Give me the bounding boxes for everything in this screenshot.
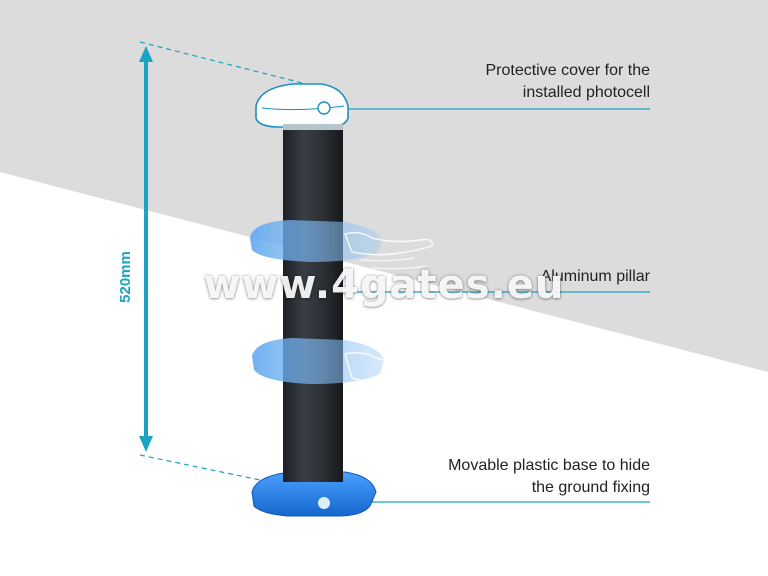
hand-lower-fingers-icon [359, 387, 433, 401]
hand-lower-icon [344, 351, 439, 384]
light-beam-paddle-lower [252, 338, 384, 384]
label-protective-cover-line2: installed photocell [522, 84, 650, 101]
dimension-guide-bottom [139, 454, 261, 481]
hand-upper-fingers-icon [359, 257, 427, 270]
hand-upper-icon [344, 231, 433, 256]
photocell-lens-icon [317, 101, 331, 115]
background-gray-band [0, 0, 768, 372]
label-aluminum-pillar: Aluminum pillar [541, 266, 650, 288]
dimension-arrow-top [139, 46, 153, 62]
dimension-arrow-bottom [139, 436, 153, 452]
label-aluminum-pillar-text: Aluminum pillar [540, 268, 650, 285]
label-plastic-base-line2: the ground fixing [531, 479, 650, 496]
dimension-guide-top [139, 41, 311, 86]
watermark: www.4gates.eu [203, 262, 565, 308]
aluminum-pillar [283, 124, 343, 482]
cover-collar [283, 124, 343, 130]
protective-cover-ridge [261, 105, 345, 111]
label-plastic-base: Movable plastic base to hide the ground … [448, 455, 650, 499]
label-protective-cover-line1: Protective cover for the [485, 62, 650, 79]
base-screw-icon [318, 497, 330, 509]
protective-cover [255, 83, 349, 128]
light-beam-paddle-upper [250, 220, 382, 262]
pillar-base [251, 471, 377, 517]
label-plastic-base-line1: Movable plastic base to hide [448, 457, 650, 474]
label-protective-cover: Protective cover for the installed photo… [485, 60, 650, 104]
